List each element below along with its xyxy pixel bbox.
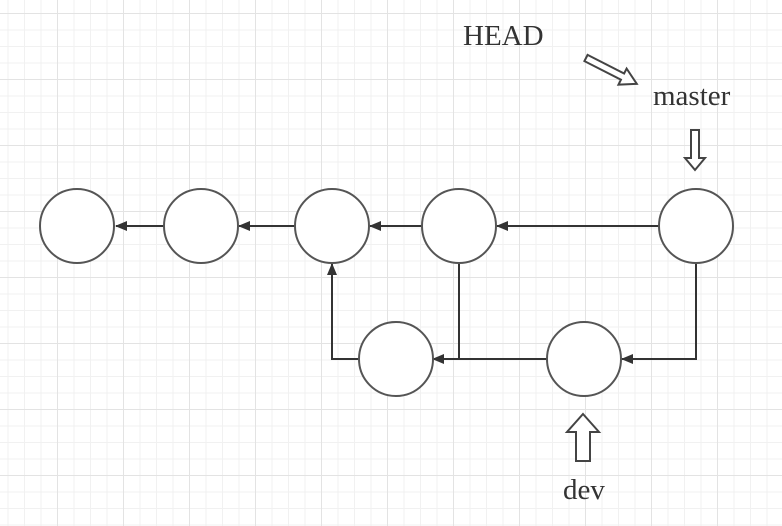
commit-node-dev-2 — [546, 321, 622, 397]
edge-c5-to-d2 — [621, 264, 697, 364]
dev-branch-label: dev — [563, 474, 605, 506]
commit-node-dev-1 — [358, 321, 434, 397]
commit-node-3 — [294, 188, 370, 264]
commit-node-2 — [163, 188, 239, 264]
commit-node-4 — [421, 188, 497, 264]
master-pointer-arrow-icon — [682, 129, 708, 172]
dev-pointer-arrow-icon — [564, 412, 602, 462]
edge-d1-to-c3 — [327, 263, 359, 360]
master-branch-label: master — [653, 80, 731, 112]
commit-node-5 — [658, 188, 734, 264]
head-pointer-arrow-icon — [583, 53, 639, 86]
head-label: HEAD — [463, 20, 544, 52]
commit-node-1 — [39, 188, 115, 264]
